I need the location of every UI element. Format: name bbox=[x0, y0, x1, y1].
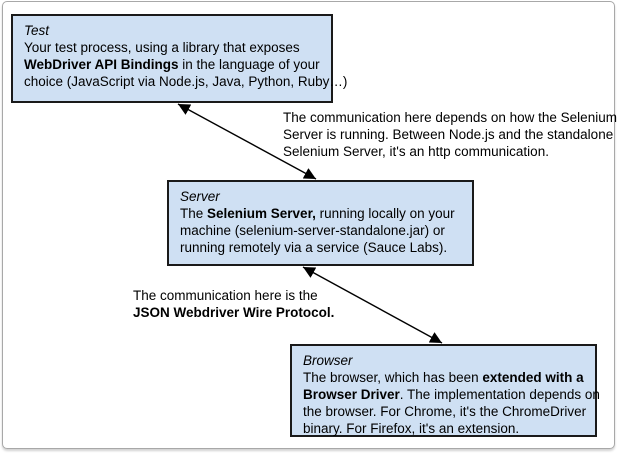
text-line: The browser, which has been extended wit… bbox=[303, 370, 584, 385]
text-line: machine (selenium-server-standalone.jar)… bbox=[180, 223, 445, 238]
test-box: Test Your test process, using a library … bbox=[11, 14, 348, 103]
text-line: JSON Webdriver Wire Protocol. bbox=[133, 305, 335, 320]
text-line: the browser. For Chrome, it's the Chrome… bbox=[303, 404, 587, 419]
text-line: Your test process, using a library that … bbox=[24, 40, 300, 55]
text-line: The Selenium Server, running locally on … bbox=[180, 206, 455, 221]
server-box-body: The Selenium Server, running locally on … bbox=[180, 205, 462, 256]
text-line: Selenium Server, it's an http communicat… bbox=[283, 144, 549, 159]
test-box-body: Your test process, using a library that … bbox=[24, 39, 348, 90]
browser-box: Browser The browser, which has been exte… bbox=[290, 344, 600, 437]
text-line: The communication here is the bbox=[133, 288, 318, 303]
text-line: Browser Driver. The implementation depen… bbox=[303, 387, 600, 402]
server-box: Server The Selenium Server, running loca… bbox=[167, 180, 474, 266]
text-line: running remotely via a service (Sauce La… bbox=[180, 240, 448, 255]
text-line: binary. For Firefox, it's an extension. bbox=[303, 421, 520, 436]
text-line: The communication here depends on how th… bbox=[283, 110, 617, 125]
text-line: choice (JavaScript via Node.js, Java, Py… bbox=[24, 74, 348, 89]
http-communication-note: The communication here depends on how th… bbox=[283, 109, 617, 160]
server-box-title: Server bbox=[180, 189, 220, 204]
browser-box-title: Browser bbox=[303, 353, 353, 368]
text-line: Server is running. Between Node.js and t… bbox=[283, 127, 614, 142]
browser-box-body: The browser, which has been extended wit… bbox=[303, 369, 600, 437]
text-line: WebDriver API Bindings in the language o… bbox=[24, 57, 320, 72]
test-box-title: Test bbox=[24, 23, 50, 38]
